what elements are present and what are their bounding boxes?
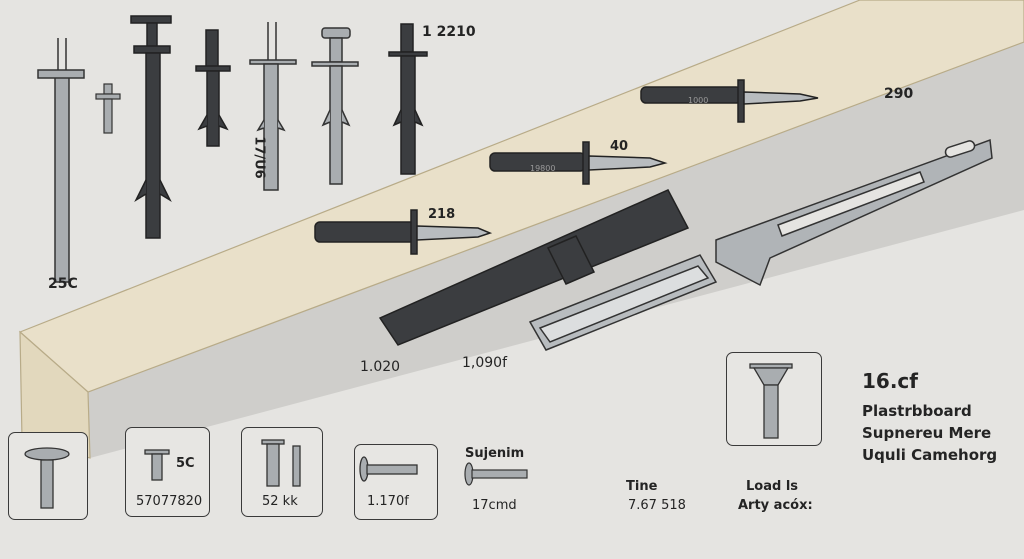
stat-title-tine: Tine xyxy=(626,479,658,494)
nail-anchor-1 xyxy=(37,38,85,283)
card-screw[interactable] xyxy=(8,432,88,520)
label-top-left: 25C xyxy=(48,276,78,292)
feature-line-1: Plastrbboard xyxy=(862,402,972,420)
card-plugs[interactable] xyxy=(241,427,323,517)
horizontal-anchor-40 xyxy=(489,141,668,185)
label-rotated-code: 17/U6 xyxy=(251,136,267,179)
ribbed-anchor-dark xyxy=(130,15,172,239)
label-anchor-40-code: 19800 xyxy=(530,164,556,173)
stat-title-load: Load ls xyxy=(746,479,799,494)
beam-end-face xyxy=(19,330,91,459)
horizontal-anchor-218 xyxy=(314,209,493,255)
feature-code: 16.cf xyxy=(862,369,918,393)
label-mid-left: 1.020 xyxy=(360,359,401,375)
feature-line-2: Supnereu Mere xyxy=(862,424,992,442)
large-ribbed-anchor xyxy=(378,189,690,346)
feature-line-3: Uquli Camehorg xyxy=(862,446,998,464)
small-plug xyxy=(95,83,121,134)
card-small-screw-value: 57077820 xyxy=(136,494,203,509)
card-small-screw-label: 5C xyxy=(176,456,195,471)
label-anchor-290-code: 1000 xyxy=(688,96,709,105)
horizontal-anchor-290 xyxy=(640,79,819,123)
split-anchor-dark xyxy=(195,29,231,147)
metal-bracket xyxy=(715,138,993,287)
card-nail-plug-value: 1.170f xyxy=(367,494,409,509)
frame-anchor-light-2 xyxy=(311,27,359,185)
card-small-screw[interactable] xyxy=(125,427,210,517)
frame-anchor-light-1 xyxy=(249,22,297,191)
loose-item-title: Sujenim xyxy=(465,446,525,461)
hammer-anchor-dark xyxy=(388,23,428,175)
stat-value-load: Arty acóx: xyxy=(738,498,813,513)
loose-nail-plug-icon xyxy=(464,462,528,486)
metal-channel xyxy=(528,254,718,351)
stat-value-tine: 7.67 518 xyxy=(628,498,686,513)
loose-item-value: 17cmd xyxy=(472,498,517,513)
label-right-number: 290 xyxy=(884,86,914,102)
label-top-number: 1 2210 xyxy=(422,24,476,40)
label-mid-right: 1,090f xyxy=(462,355,508,371)
card-plugs-value: 52 kk xyxy=(262,494,298,509)
card-plasterboard-anchor[interactable] xyxy=(726,352,822,446)
label-anchor-40: 40 xyxy=(610,139,629,154)
label-anchor-218: 218 xyxy=(428,207,456,222)
